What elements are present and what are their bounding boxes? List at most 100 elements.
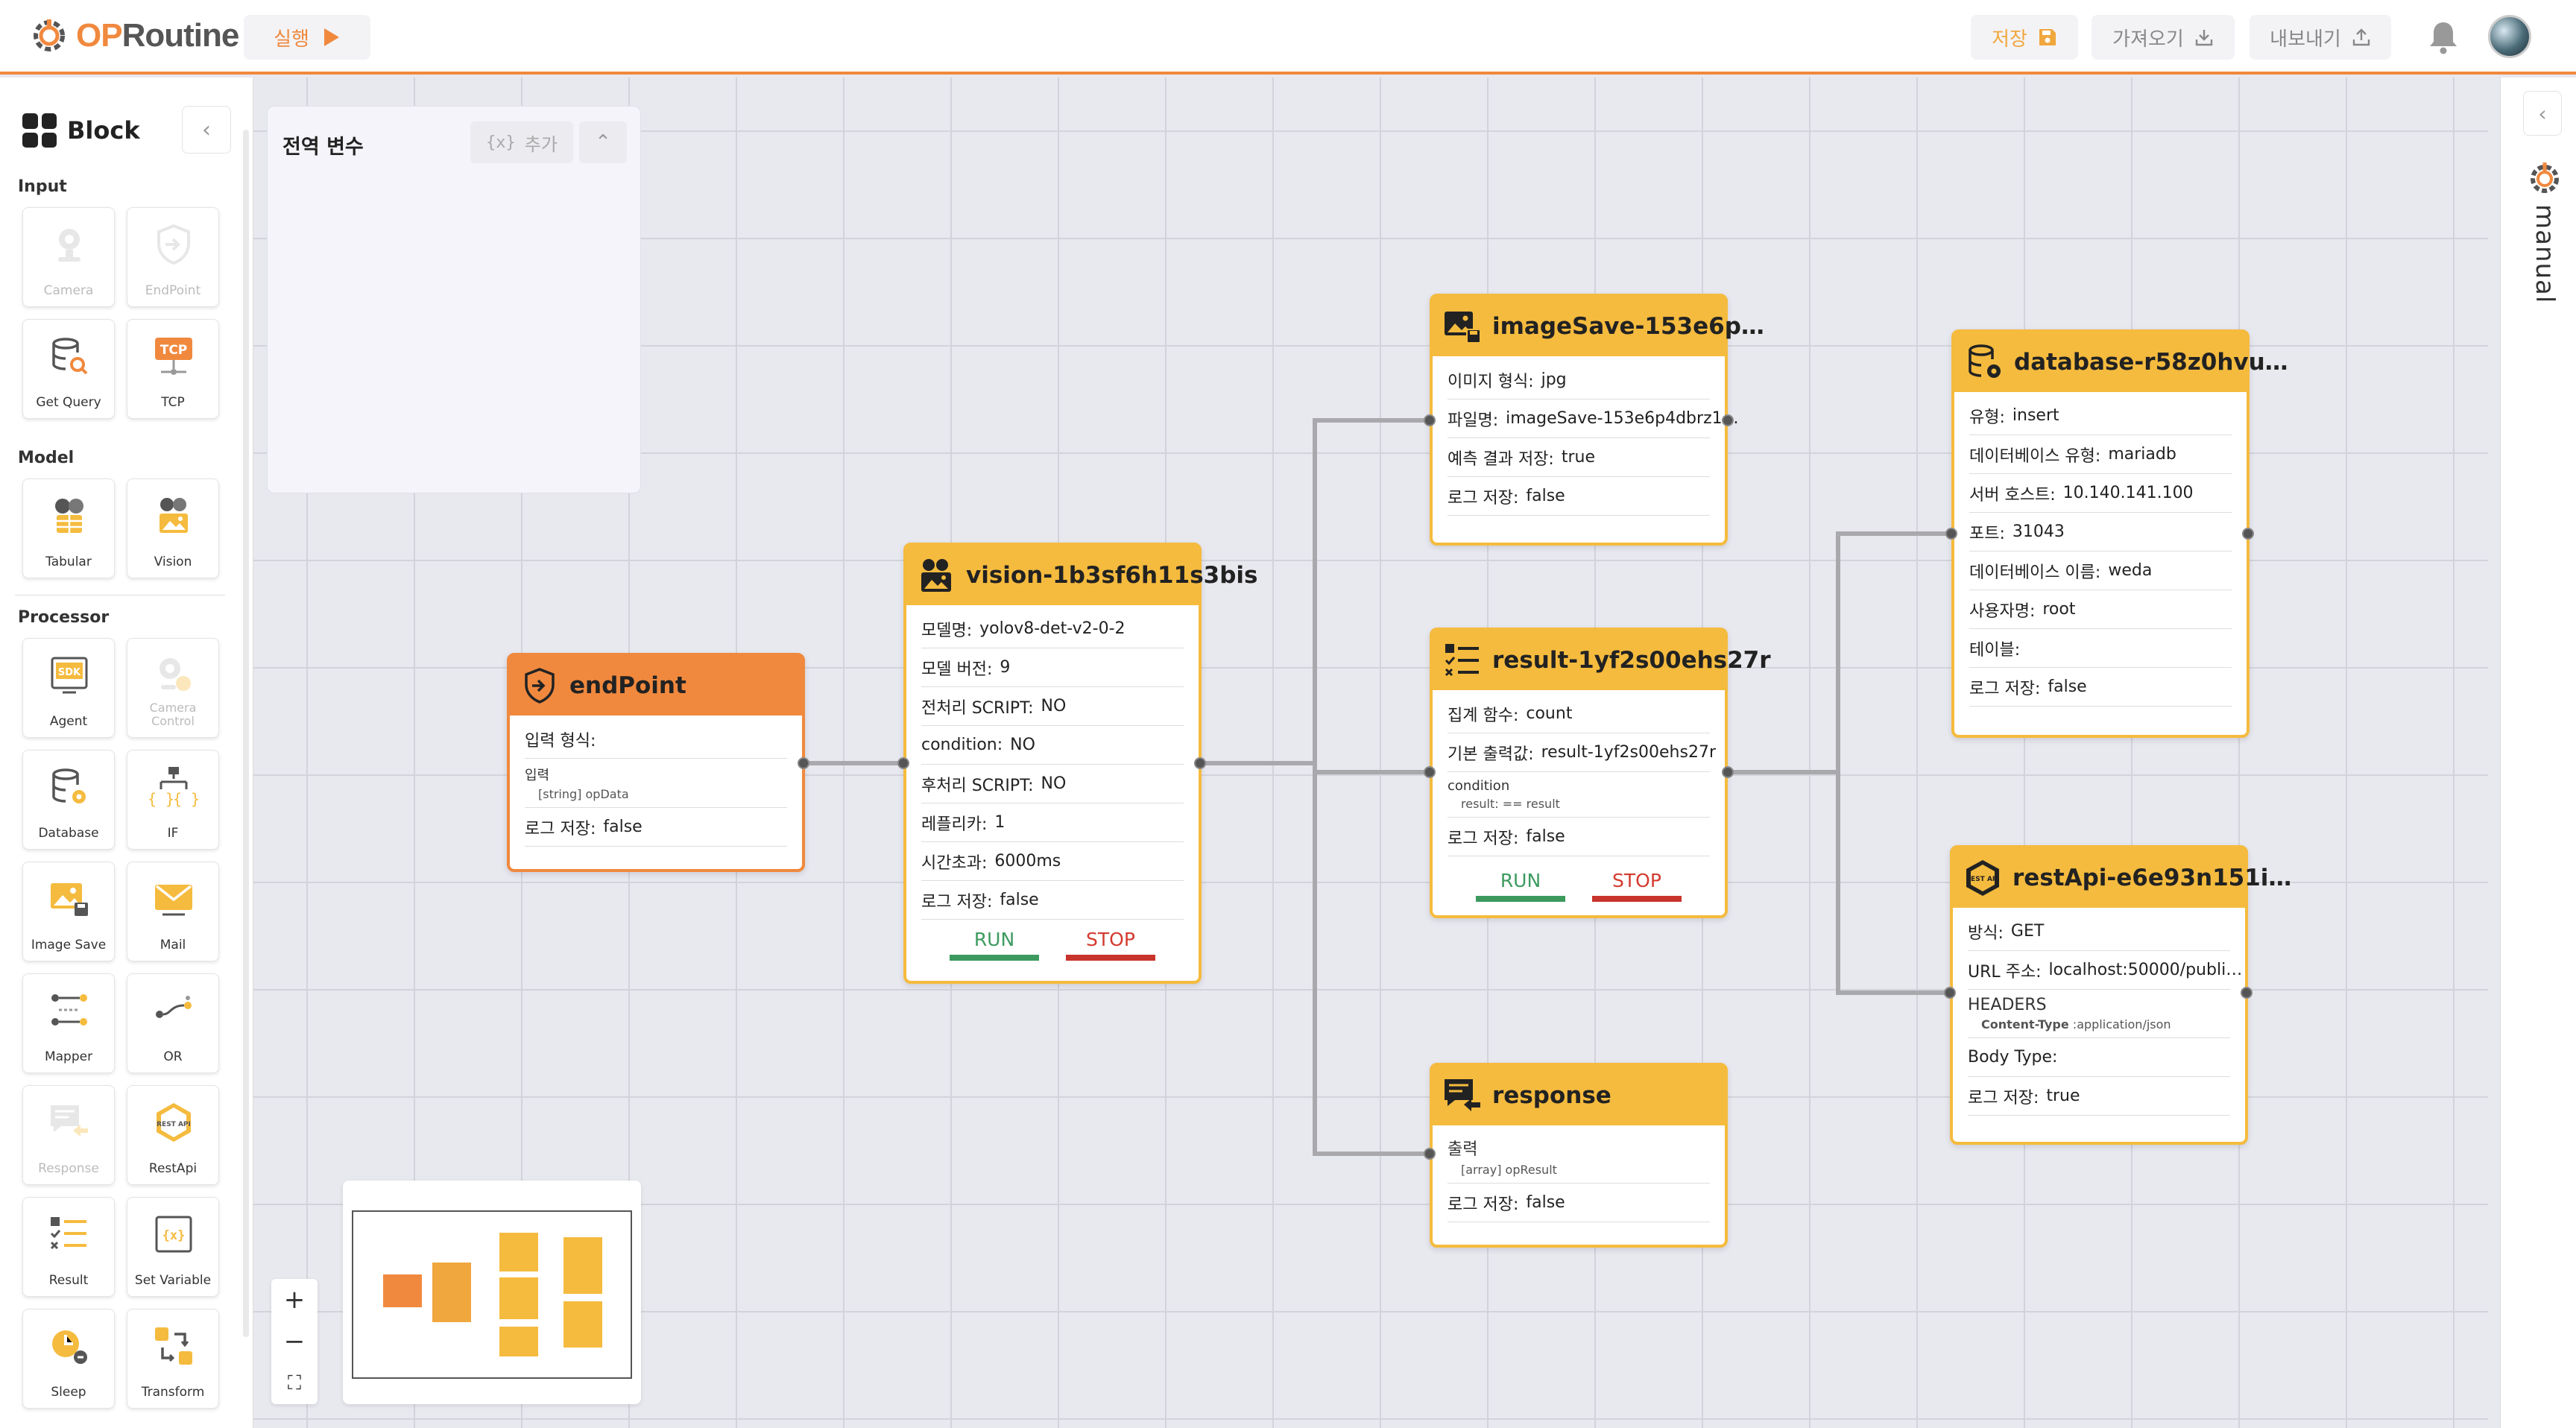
port-result-in[interactable] bbox=[1424, 766, 1436, 778]
port-imagesave-out[interactable] bbox=[1722, 414, 1734, 426]
minimap-node bbox=[564, 1237, 602, 1294]
url-row: URL 주소:localhost:50000/publi… bbox=[1968, 951, 2242, 990]
logo-text: OPRoutine bbox=[76, 17, 239, 54]
svg-text:REST API: REST API bbox=[1966, 876, 2000, 883]
result-icon bbox=[1445, 644, 1479, 677]
tile-camera[interactable]: Camera bbox=[22, 207, 115, 307]
sleep-icon bbox=[52, 1330, 87, 1364]
node-response[interactable]: response 출력 [array] opResult 로그 저장:false bbox=[1430, 1063, 1728, 1248]
download-icon bbox=[2195, 30, 2213, 46]
export-button[interactable]: 내보내기 bbox=[2250, 15, 2391, 60]
tile-endpoint[interactable]: EndPoint bbox=[127, 207, 219, 307]
tile-label: Mail bbox=[160, 938, 186, 952]
output-value: [array] opResult bbox=[1461, 1163, 1557, 1177]
node-header: REST API restApi-e6e93n151i… bbox=[1953, 848, 2291, 908]
run-button[interactable]: 실행 bbox=[244, 15, 370, 60]
image-save-icon bbox=[1445, 312, 1481, 344]
stop-button[interactable]: STOP bbox=[1592, 870, 1682, 902]
stop-button[interactable]: STOP bbox=[1066, 929, 1155, 961]
node-vision[interactable]: vision-1b3sf6h11s3bis 모델명:yolov8-det-v2-… bbox=[903, 543, 1257, 984]
node-field-row: 포트:31043 bbox=[1969, 513, 2232, 552]
tile-tabular[interactable]: Tabular bbox=[22, 478, 115, 578]
port-restapi-out[interactable] bbox=[2241, 987, 2253, 999]
node-field-row: 시간초과:6000ms bbox=[921, 842, 1184, 881]
tile-camera-control[interactable]: Camera Control bbox=[127, 638, 219, 738]
tile-agent[interactable]: SDK Agent bbox=[22, 638, 115, 738]
output-label: 출력 bbox=[1448, 1140, 1478, 1159]
tile-if[interactable]: { }{ } IF bbox=[127, 750, 219, 850]
minimap-node bbox=[499, 1233, 538, 1271]
port-imagesave-in[interactable] bbox=[1424, 414, 1436, 426]
minimap-node bbox=[499, 1277, 538, 1319]
port-restapi-in[interactable] bbox=[1944, 987, 1956, 999]
result-icon bbox=[50, 1217, 86, 1250]
fit-view-button[interactable]: ⛶ bbox=[287, 1372, 302, 1394]
zoom-in-button[interactable]: + bbox=[283, 1285, 306, 1315]
database-search-icon bbox=[52, 338, 88, 375]
node-endpoint[interactable]: endPoint 입력 형식: 입력 [string] opData 로그 저장… bbox=[507, 653, 805, 872]
tile-get-query[interactable]: Get Query bbox=[22, 319, 115, 419]
node-field-row: condition:NO bbox=[921, 726, 1184, 765]
svg-text:TCP: TCP bbox=[160, 343, 188, 358]
sidebar-scrollbar[interactable] bbox=[243, 130, 249, 1337]
tile-result[interactable]: Result bbox=[22, 1197, 115, 1297]
node-field-row: 이미지 형식:jpg bbox=[1448, 361, 1710, 399]
tile-label: RestApi bbox=[148, 1161, 198, 1176]
response-icon bbox=[51, 1105, 88, 1137]
port-vision-out[interactable] bbox=[1194, 757, 1206, 769]
collapse-sidebar-button[interactable]: ‹ bbox=[182, 106, 231, 154]
import-button[interactable]: 가져오기 bbox=[2092, 15, 2235, 60]
svg-text:{ }: { } bbox=[148, 790, 174, 808]
node-title: restApi-e6e93n151i… bbox=[2012, 865, 2292, 891]
category-model: Model bbox=[18, 449, 75, 467]
endpoint-icon bbox=[525, 668, 555, 704]
tile-tcp[interactable]: TCP TCP bbox=[127, 319, 219, 419]
log-row: 로그 저장:false bbox=[525, 808, 787, 847]
tile-image-save[interactable]: Image Save bbox=[22, 862, 115, 961]
port-database-in[interactable] bbox=[1945, 528, 1957, 540]
node-header: endPoint bbox=[510, 656, 802, 715]
bell-icon[interactable] bbox=[2427, 19, 2460, 55]
tile-set-variable[interactable]: {x} Set Variable bbox=[127, 1197, 219, 1297]
port-response-in[interactable] bbox=[1424, 1148, 1436, 1160]
tile-database[interactable]: Database bbox=[22, 750, 115, 850]
body-type-row: Body Type: bbox=[1968, 1038, 2230, 1077]
run-button[interactable]: RUN bbox=[1476, 870, 1565, 902]
minimap-viewport[interactable] bbox=[352, 1210, 632, 1379]
save-button[interactable]: 저장 bbox=[1971, 15, 2078, 60]
run-button[interactable]: RUN bbox=[950, 929, 1039, 961]
avatar[interactable] bbox=[2488, 15, 2531, 58]
collapse-variables-button[interactable]: ⌃ bbox=[579, 121, 627, 163]
port-vision-in[interactable] bbox=[897, 757, 909, 769]
tile-sleep[interactable]: Sleep bbox=[22, 1309, 115, 1409]
zoom-out-button[interactable]: − bbox=[283, 1327, 306, 1356]
database-icon bbox=[52, 768, 86, 803]
tile-mail[interactable]: Mail bbox=[127, 862, 219, 961]
node-header: database-r58z0hvu… bbox=[1954, 332, 2288, 392]
tile-or[interactable]: OR bbox=[127, 973, 219, 1073]
tile-restapi[interactable]: REST API RestApi bbox=[127, 1085, 219, 1185]
tile-label: Transform bbox=[141, 1385, 205, 1400]
chevron-left-icon: ‹ bbox=[202, 116, 211, 143]
tile-label: Result bbox=[48, 1273, 89, 1288]
manual-tab[interactable]: manual bbox=[2526, 159, 2563, 303]
port-result-out[interactable] bbox=[1722, 766, 1734, 778]
port-database-out[interactable] bbox=[2242, 528, 2254, 540]
node-result[interactable]: result-1yf2s00ehs27r 집계 함수:count 기본 출력값:… bbox=[1430, 628, 1771, 918]
port-endpoint-out[interactable] bbox=[798, 757, 809, 769]
node-restapi[interactable]: REST API restApi-e6e93n151i… 방식:GET URL … bbox=[1950, 845, 2291, 1145]
tile-response[interactable]: Response bbox=[22, 1085, 115, 1185]
tile-label: Camera Control bbox=[149, 701, 197, 728]
tile-vision[interactable]: Vision bbox=[127, 478, 219, 578]
node-field-row: 사용자명:root bbox=[1969, 590, 2232, 629]
add-variable-button[interactable]: {x} 추가 bbox=[470, 121, 573, 163]
svg-text:{ }: { } bbox=[173, 790, 200, 808]
expand-manual-button[interactable]: ‹ bbox=[2523, 91, 2562, 136]
minimap[interactable] bbox=[343, 1181, 641, 1404]
tile-transform[interactable]: Transform bbox=[127, 1309, 219, 1409]
tile-mapper[interactable]: Mapper bbox=[22, 973, 115, 1073]
app-logo[interactable]: OPRoutine bbox=[28, 13, 239, 58]
manual-label: manual bbox=[2530, 204, 2560, 304]
